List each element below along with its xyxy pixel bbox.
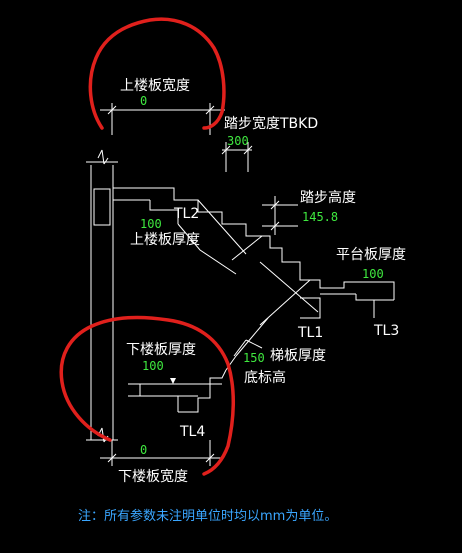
tl3-label: TL3 [373, 323, 399, 339]
step-width-dimension [221, 142, 253, 172]
bottom-elevation-label: 底标高 [244, 369, 286, 386]
stair-lower-flight [128, 339, 263, 413]
upper-slab-thickness-label: 上楼板厚度 [130, 232, 200, 248]
platform-thickness-label: 平台板厚度 [336, 247, 406, 263]
tl1-label: TL1 [297, 325, 323, 341]
stair-upper-flight [113, 187, 282, 275]
stair-slab-thickness-label: 梯板厚度 [270, 348, 326, 364]
step-height-value[interactable]: 145.8 [302, 210, 338, 224]
step-height-dimension [262, 196, 298, 235]
upper-slab-thickness-value[interactable]: 100 [140, 217, 162, 231]
stair-slab-thickness-value[interactable]: 150 [243, 351, 265, 365]
lower-slab-thickness-value[interactable]: 100 [142, 359, 164, 373]
lower-slab-thickness-label: 下楼板厚度 [126, 342, 196, 358]
tl2-label: TL2 [173, 206, 199, 222]
step-width-value[interactable]: 300 [227, 134, 249, 148]
upper-slab-width-label: 上楼板宽度 [120, 77, 190, 94]
lower-slab-width-label: 下楼板宽度 [118, 468, 188, 485]
lower-slab-width-dimension [97, 427, 222, 466]
units-footnote: 注：所有参数未注明单位时均以mm为单位。 [78, 508, 337, 524]
lower-slab-width-value[interactable]: 0 [140, 443, 147, 457]
upper-slab-width-dimension [100, 103, 225, 135]
step-height-label: 踏步高度 [300, 189, 356, 206]
lower-annotation-circle [59, 315, 235, 476]
platform-thickness-value[interactable]: 100 [362, 267, 384, 281]
upper-slab-width-value[interactable]: 0 [140, 94, 147, 108]
wall-lines [86, 149, 118, 441]
upper-annotation-circle [88, 17, 226, 130]
step-width-label: 踏步宽度TBKD [224, 115, 318, 132]
stair-middle-flight [225, 247, 395, 371]
tl4-label: TL4 [179, 424, 205, 440]
